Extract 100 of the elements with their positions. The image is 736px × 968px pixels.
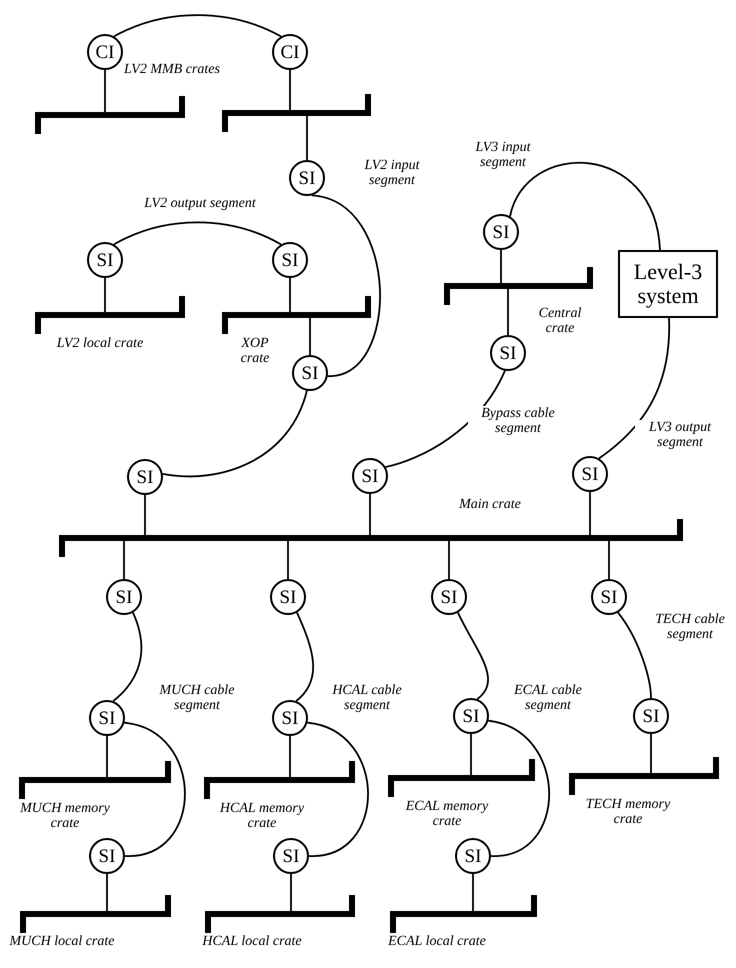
crate-label: Central crate xyxy=(538,306,582,336)
connector-line xyxy=(472,874,474,911)
cable-segment xyxy=(457,612,489,700)
interface-circle xyxy=(106,579,142,615)
cable-segment xyxy=(124,722,186,857)
connector-line xyxy=(289,736,291,777)
connector-line xyxy=(507,289,509,335)
crate-bus-bar xyxy=(20,895,171,933)
crate-bus-bar xyxy=(204,761,355,799)
node-label: SI xyxy=(440,588,458,606)
interface-circle xyxy=(272,34,308,70)
crate-bus-bar xyxy=(222,296,371,334)
node-label: SI xyxy=(302,364,318,382)
connector-line xyxy=(470,734,472,775)
interface-circle xyxy=(591,579,627,615)
node-label: SI xyxy=(492,222,510,242)
connector-line xyxy=(306,116,308,160)
interface-circle xyxy=(127,459,163,495)
crate-bus-bar xyxy=(35,96,185,134)
cable-segment xyxy=(488,720,550,857)
interface-circle xyxy=(633,698,669,734)
interface-circle xyxy=(431,579,467,615)
crate-label: ECAL memory crate xyxy=(404,799,490,829)
connector-line xyxy=(290,874,292,911)
interface-circle xyxy=(490,335,526,371)
crate-bus-bar xyxy=(390,895,537,933)
node-label: SI xyxy=(282,250,298,270)
connector-line xyxy=(287,541,289,579)
crate-bus-bar xyxy=(59,519,683,557)
node-label: SI xyxy=(462,706,480,726)
connector-line xyxy=(106,736,108,777)
crate-bus-bar xyxy=(19,761,171,799)
node-label: SI xyxy=(116,588,132,606)
group-label: LV2 MMB crates xyxy=(124,62,221,77)
connector-line xyxy=(589,492,591,535)
connector-line xyxy=(650,734,652,773)
interface-circle xyxy=(87,242,123,278)
node-label: SI xyxy=(362,466,378,486)
crate-bus-bar xyxy=(205,895,355,933)
cable-segment xyxy=(307,722,369,857)
interface-circle xyxy=(289,160,325,196)
connector-line xyxy=(369,494,371,535)
node-label: CI xyxy=(280,42,300,62)
connector-line xyxy=(104,70,106,112)
node-label: SI xyxy=(98,846,116,866)
cable-segment xyxy=(509,162,661,250)
node-label: SI xyxy=(136,468,154,486)
node-label: SI xyxy=(298,168,316,188)
node-label: CI xyxy=(96,42,114,62)
connector-line xyxy=(448,541,450,579)
crate-bus-bar xyxy=(569,757,719,795)
crate-label: Main crate xyxy=(458,497,522,512)
node-label: SI xyxy=(282,846,300,866)
node-label: SI xyxy=(500,344,516,362)
connector-line xyxy=(106,874,108,911)
system-box xyxy=(618,250,718,318)
crate-label: MUCH local crate xyxy=(8,934,116,949)
connector-line xyxy=(500,250,502,283)
cable-segment xyxy=(296,612,314,702)
connector-line xyxy=(289,70,291,110)
connector-line xyxy=(104,278,106,312)
crate-label: ECAL local crate xyxy=(387,934,487,949)
connector-line xyxy=(608,541,610,579)
connector-line xyxy=(144,495,146,535)
interface-circle xyxy=(87,34,123,70)
connector-line xyxy=(309,318,311,355)
crate-label: HCAL memory crate xyxy=(218,801,306,831)
crate-label: LV2 local crate xyxy=(56,336,144,351)
interface-circle xyxy=(273,838,309,874)
crate-label: XOP crate xyxy=(240,336,270,366)
cable-segment xyxy=(598,318,670,460)
cable-segment xyxy=(162,390,308,478)
interface-circle xyxy=(272,242,308,278)
interface-circle xyxy=(453,698,489,734)
crate-label: HCAL local crate xyxy=(201,934,303,949)
interface-circle xyxy=(483,214,519,250)
node-label: SI xyxy=(464,846,482,866)
crate-bus-bar xyxy=(35,296,185,334)
crate-label: MUCH memory crate xyxy=(19,801,111,831)
crate-bus-bar xyxy=(222,94,371,132)
crate-bus-bar xyxy=(444,267,593,305)
crate-label: TECH memory crate xyxy=(584,797,672,827)
connector-line xyxy=(123,541,125,579)
node-label: SI xyxy=(282,708,298,728)
node-label: SI xyxy=(96,250,114,270)
crate-bus-bar xyxy=(388,759,535,797)
interface-circle xyxy=(292,355,328,391)
node-label: SI xyxy=(600,588,618,606)
interface-circle xyxy=(352,458,388,494)
interface-circle xyxy=(270,579,306,615)
cable-segment xyxy=(617,612,652,698)
interface-circle xyxy=(572,456,608,492)
connector-line xyxy=(289,278,291,312)
node-label: SI xyxy=(280,588,296,606)
cable-segment xyxy=(112,612,142,702)
node-label: SI xyxy=(98,708,116,728)
cable-segment xyxy=(114,14,282,38)
cable-segment xyxy=(114,221,282,246)
cable-segment xyxy=(312,194,381,377)
interface-circle xyxy=(89,838,125,874)
